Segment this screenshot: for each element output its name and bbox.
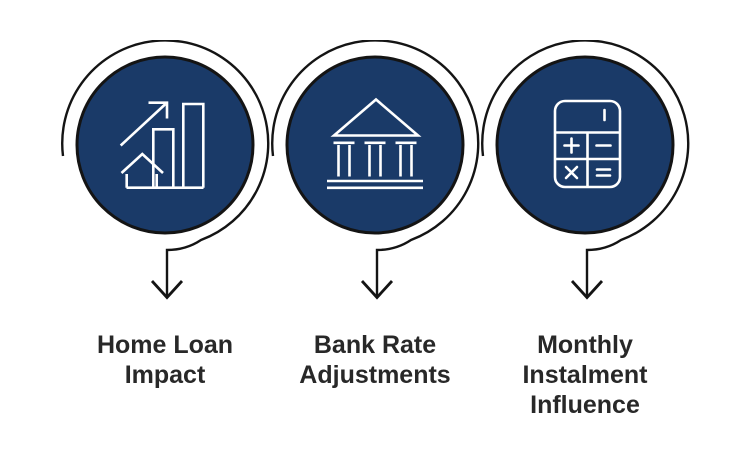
down-arrow-icon [150, 280, 184, 300]
step-graphic [271, 40, 480, 300]
down-arrow-icon [570, 280, 604, 300]
icon-circle [495, 55, 675, 235]
growth-chart-house-icon [119, 101, 205, 189]
circle-swirl-outline [481, 40, 690, 297]
step-label-line: Influence [530, 391, 640, 419]
icon-circle [285, 55, 465, 235]
step-label-line: Bank Rate [313, 331, 437, 359]
step-label-line: Impact [124, 361, 206, 389]
step-label-line: Adjustments [299, 361, 451, 389]
step-label: Bank Rate Adjustments [270, 330, 480, 390]
step-bank-rate-adjustments: Bank Rate Adjustments [270, 40, 480, 420]
step-graphic [61, 40, 270, 300]
bank-building-icon [327, 97, 423, 190]
step-label-line: Instalment [522, 361, 648, 389]
circle-swirl-outline [61, 40, 270, 297]
calculator-icon [553, 99, 622, 189]
circle-swirl-outline [271, 40, 480, 297]
steps-row: Home Loan Impact [60, 40, 690, 420]
step-home-loan-impact: Home Loan Impact [60, 40, 270, 420]
step-monthly-instalment-influence: Monthly Instalment Influence [480, 40, 690, 420]
step-graphic [481, 40, 690, 300]
step-label-line: Monthly [537, 331, 633, 359]
step-label-line: Home Loan [96, 331, 234, 359]
step-label: Monthly Instalment Influence [480, 330, 690, 420]
step-label: Home Loan Impact [60, 330, 270, 390]
down-arrow-icon [360, 280, 394, 300]
icon-circle [75, 55, 255, 235]
